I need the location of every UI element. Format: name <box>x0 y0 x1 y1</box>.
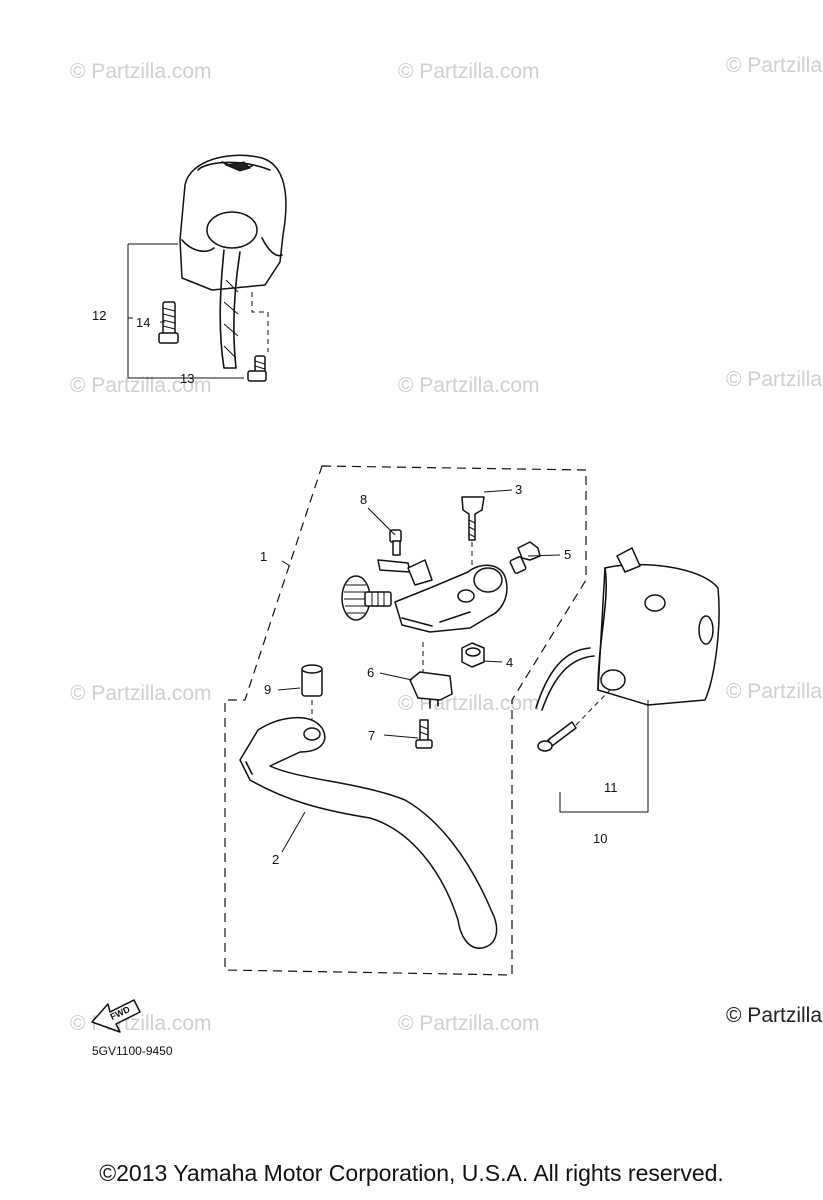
watermark-mid-left: © Partzilla.com <box>70 374 212 397</box>
watermark-low-left: © Partzilla.com <box>70 682 212 705</box>
brake-lever <box>239 716 498 949</box>
watermarks: © Partzilla.com © Partzilla.com © Partzi… <box>70 54 823 1035</box>
callout-11: 11 <box>604 780 618 795</box>
watermark-mid-right: © Partzilla.com <box>726 368 823 391</box>
watermark-mid-center: © Partzilla.com <box>398 374 540 397</box>
callout-14: 14 <box>136 315 150 330</box>
callout-6: 6 <box>367 665 374 680</box>
part-code: 5GV1100-9450 <box>92 1044 173 1058</box>
watermark-top-left: © Partzilla.com <box>70 60 212 83</box>
callout-5: 5 <box>564 547 571 562</box>
callout-7: 7 <box>368 728 375 743</box>
watermark-bottom-center: © Partzilla.com <box>398 1012 540 1035</box>
watermark-top-right: © Partzilla.com <box>726 54 823 77</box>
callout-12: 12 <box>92 308 106 323</box>
leader-lines <box>277 489 561 853</box>
watermark-top-center: © Partzilla.com <box>398 60 540 83</box>
lever-holder-parts <box>301 496 541 749</box>
callout-1: 1 <box>260 549 267 564</box>
lever-assembly-boundary <box>224 465 587 976</box>
callout-13: 13 <box>180 371 194 386</box>
callout-9: 9 <box>264 682 271 697</box>
watermark-bottom-right: © Partzilla.com <box>726 1004 823 1027</box>
watermark-bottom-left: © Partzilla.com <box>70 1012 212 1035</box>
callout-4: 4 <box>506 655 513 670</box>
callout-10: 10 <box>593 831 607 846</box>
copyright-notice: ©2013 Yamaha Motor Corporation, U.S.A. A… <box>99 1160 724 1186</box>
callout-8: 8 <box>360 492 367 507</box>
callout-2: 2 <box>272 852 279 867</box>
callout-3: 3 <box>515 482 522 497</box>
watermark-low-right: © Partzilla.com <box>726 680 823 703</box>
callouts: 1 2 3 4 5 6 7 8 9 10 11 12 13 14 <box>92 308 618 867</box>
handlebar-switch-assembly <box>127 154 287 382</box>
master-cylinder <box>535 547 720 813</box>
